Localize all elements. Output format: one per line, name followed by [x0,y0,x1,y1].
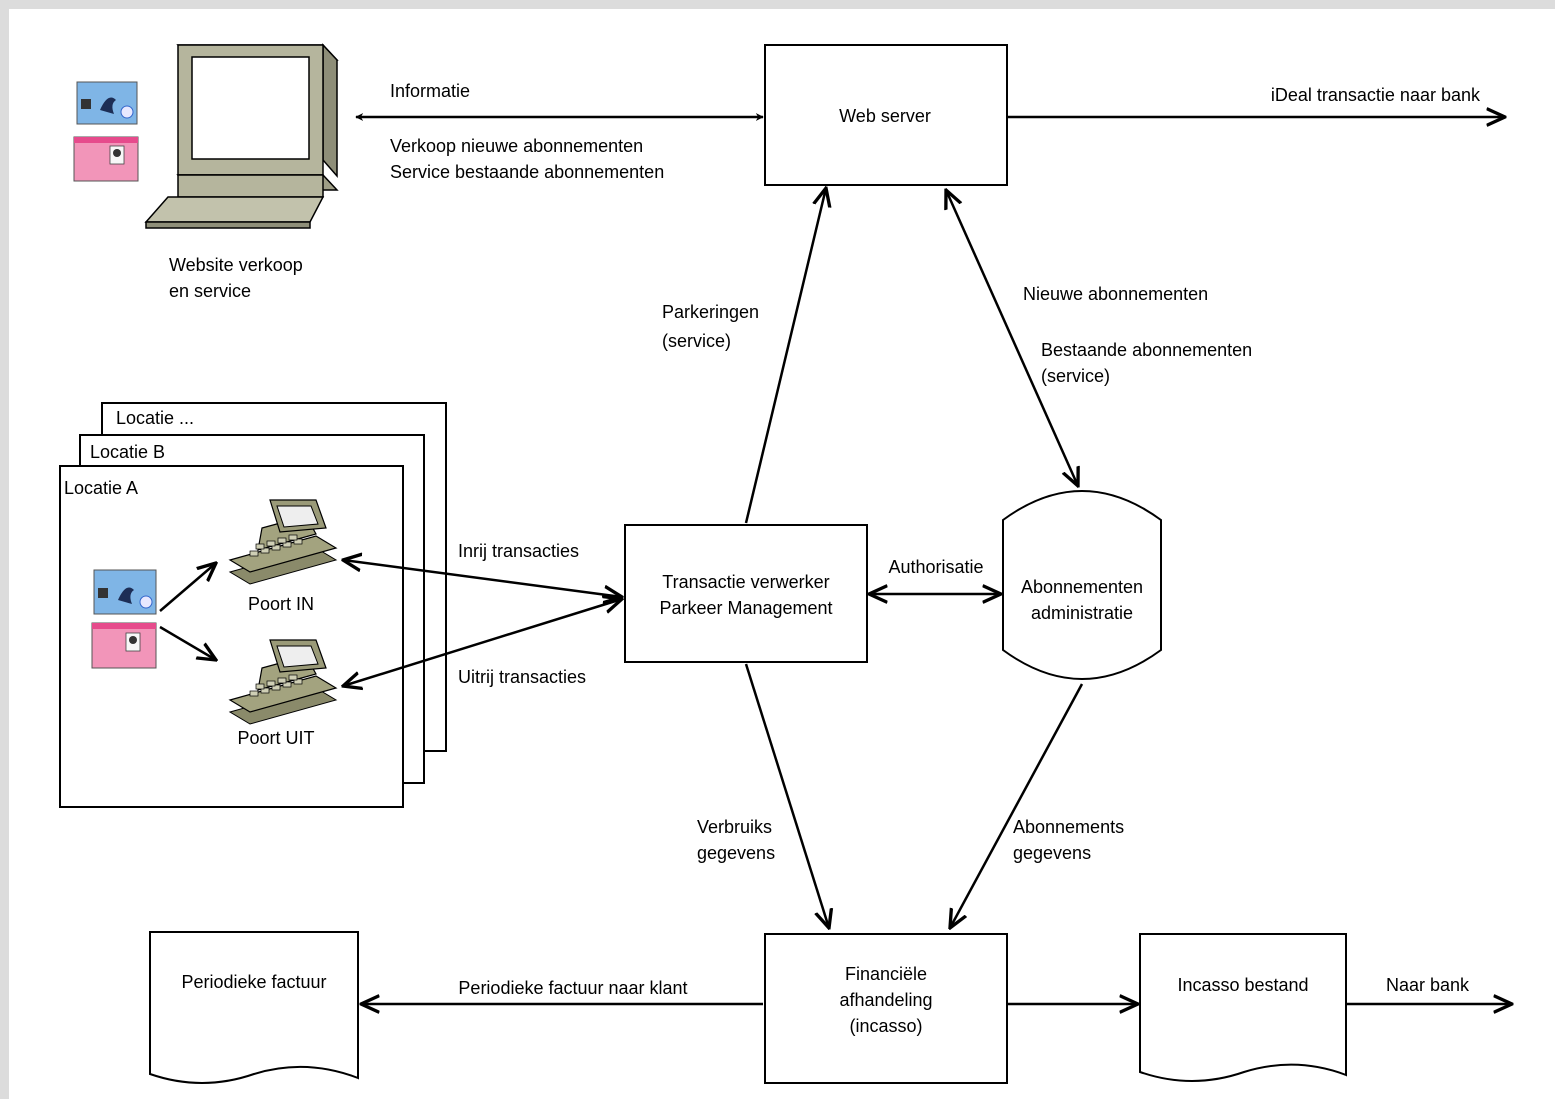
website-label-line2: en service [169,281,251,301]
bestaande-label-line1: Bestaande abonnementen [1041,340,1252,360]
poort-in-label: Poort IN [248,594,314,614]
financiele-label-line2: afhandeling [839,990,932,1010]
ov-chipcard-blue-icon [93,569,157,615]
informatie-label: Informatie [390,81,470,101]
desktop-computer-icon [144,43,339,229]
periodieke-factuur-label: Periodieke factuur [181,972,326,992]
transactie-label-line1: Transactie verwerker [662,572,829,592]
uitrij-label: Uitrij transacties [458,667,586,687]
inrij-label: Inrij transacties [458,541,579,561]
parkeringen-label-line2: (service) [662,331,731,351]
verbruiks-arrow [744,663,829,928]
abonnementen-label-line2: administratie [1031,603,1133,623]
locatie-dots-label: Locatie ... [116,408,194,428]
financiele-afhandeling-box [764,933,1008,1084]
webserver-abonnementen-arrow [946,190,1078,486]
card-to-poort-uit-arrow [159,625,216,660]
website-label-line1: Website verkoop [169,255,303,275]
naar-bank-label: Naar bank [1386,975,1470,995]
transactie-label-line2: Parkeer Management [659,598,832,618]
ov-chipcard-pink-icon [73,136,139,182]
ideal-label: iDeal transactie naar bank [1271,85,1481,105]
parkeringen-label-line1: Parkeringen [662,302,759,322]
card-terminal-icon [228,639,338,725]
incasso-bestand-document [1139,933,1347,1082]
transactie-verwerker-box [624,524,868,663]
financiele-label-line3: (incasso) [849,1016,922,1036]
abonnements-arrow [950,683,1084,928]
abonnementen-administratie-box [1002,490,1162,680]
web-server-label: Web server [839,106,931,126]
abonnements-label-line2: gegevens [1013,843,1091,863]
abonnements-label-line1: Abonnements [1013,817,1124,837]
ov-chipcard-pink-icon [91,622,157,669]
poort-uit-label: Poort UIT [237,728,314,748]
financiele-label-line1: Financiële [845,964,927,984]
periodieke-factuur-document [149,931,359,1084]
parkeringen-arrow [744,188,826,524]
locatie-b-label: Locatie B [90,442,165,462]
periodieke-naar-klant-label: Periodieke factuur naar klant [458,978,687,998]
incasso-bestand-label: Incasso bestand [1177,975,1308,995]
verkoop-label-line2: Service bestaande abonnementen [390,162,664,182]
authorisatie-label: Authorisatie [888,557,983,577]
ov-chipcard-blue-icon [76,81,138,125]
abonnementen-label-line1: Abonnementen [1021,577,1143,597]
card-terminal-icon [228,499,338,585]
diagram-canvas: Website verkoop en service Web server In… [9,9,1555,1099]
inrij-arrow [343,560,622,597]
nieuwe-abonnementen-label: Nieuwe abonnementen [1023,284,1208,304]
verkoop-label-line1: Verkoop nieuwe abonnementen [390,136,643,156]
locatie-a-label: Locatie A [64,478,138,498]
verbruiks-label-line1: Verbruiks [697,817,772,837]
web-server-box [764,44,1008,186]
uitrij-arrow [343,599,622,686]
verbruiks-label-line2: gegevens [697,843,775,863]
bestaande-label-line2: (service) [1041,366,1110,386]
card-to-poort-in-arrow [159,563,216,612]
